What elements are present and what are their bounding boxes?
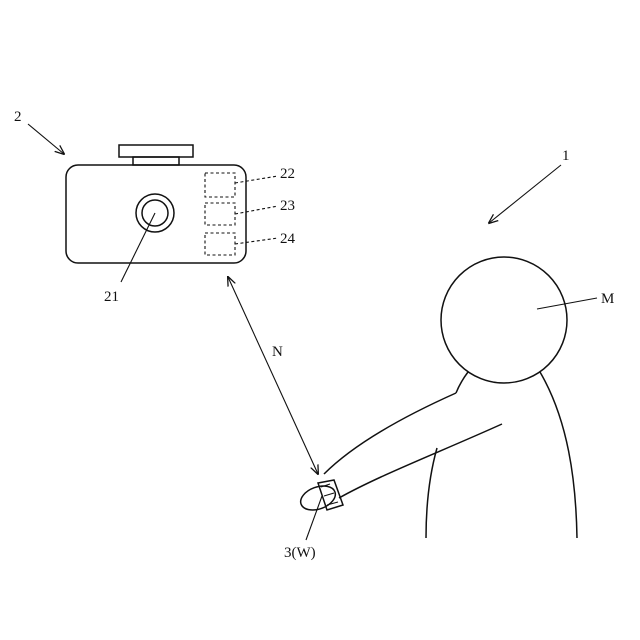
label-unit-23: 23 (280, 198, 295, 214)
leader-person (537, 298, 597, 309)
person-back (540, 372, 577, 538)
person-hand (297, 482, 338, 515)
leader-wearable (306, 496, 322, 540)
label-unit-24: 24 (280, 231, 296, 247)
wearable-band (318, 480, 343, 510)
wearable-strap-2 (324, 493, 334, 496)
person-arm-lower (339, 424, 502, 498)
person-arm-upper (324, 393, 456, 474)
camera-pointer-arrow (28, 124, 64, 154)
person-shoulder (456, 372, 468, 393)
leader-lens (121, 213, 155, 282)
person-front (426, 448, 437, 538)
wearable-device (318, 480, 343, 510)
label-system: 1 (562, 148, 570, 164)
wearable-strap-3 (327, 502, 338, 505)
label-unit-22: 22 (280, 166, 295, 182)
unit-24-box (205, 233, 235, 255)
leader-24 (235, 238, 278, 244)
camera-mount-base (133, 157, 179, 165)
camera-body (66, 165, 246, 263)
camera-device (66, 145, 246, 263)
leader-23 (235, 206, 278, 214)
unit-22-box (205, 173, 235, 197)
camera-top-mount (119, 145, 193, 157)
system-pointer-arrow (489, 165, 561, 223)
leader-22 (235, 176, 278, 183)
distance-arrow (228, 277, 318, 474)
label-camera: 2 (14, 109, 22, 125)
unit-23-box (205, 203, 235, 225)
label-distance: N (272, 344, 283, 360)
person-head (441, 257, 567, 383)
label-person: M (601, 291, 614, 307)
label-lens: 21 (104, 289, 119, 305)
label-wearable: 3(W) (284, 545, 316, 561)
